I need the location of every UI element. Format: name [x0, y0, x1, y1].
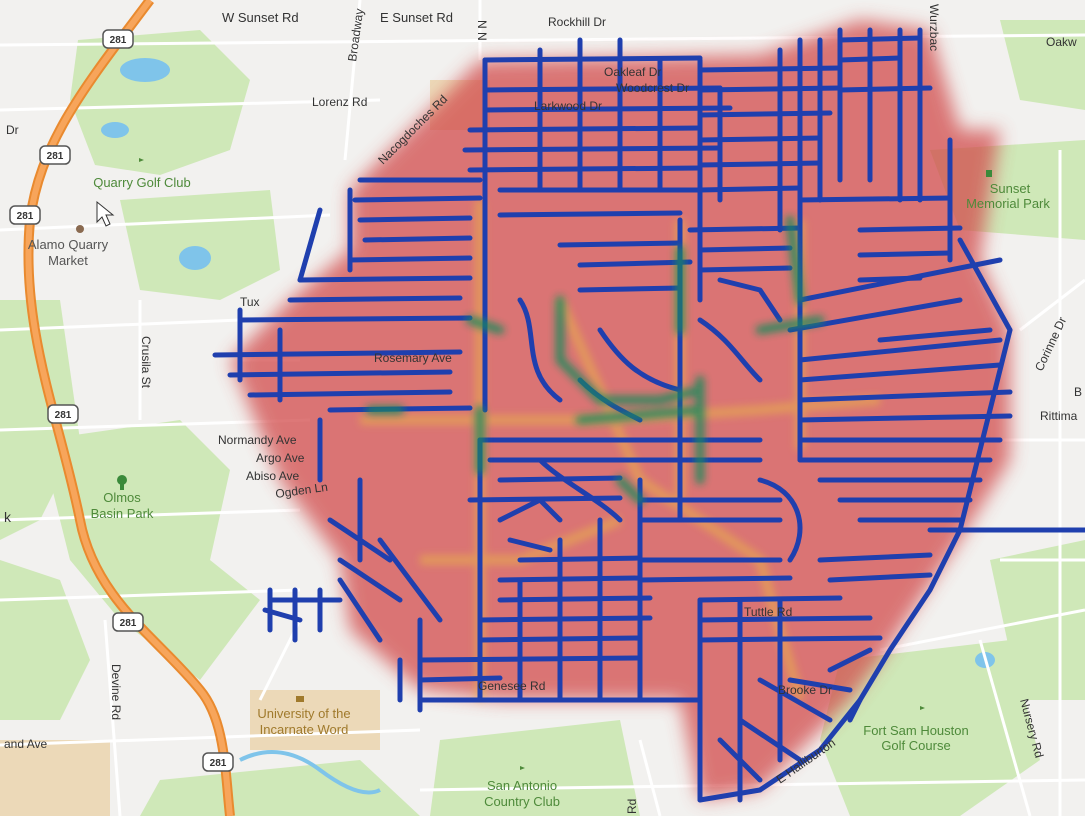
label-and-ave: and Ave — [4, 737, 47, 751]
label-sunset-memorial-2: Memorial Park — [966, 196, 1050, 211]
label-sunset-memorial-1: Sunset — [990, 181, 1031, 196]
label-tux: Tux — [240, 295, 260, 309]
highway-shields: 281 281 281 281 281 281 — [9, 29, 234, 772]
label-oakleaf-dr: Oakleaf Dr — [604, 65, 661, 79]
svg-text:281: 281 — [55, 410, 72, 421]
label-oakw: Oakw — [1046, 35, 1077, 49]
label-rosemary-ave: Rosemary Ave — [374, 351, 452, 365]
golf-flag-icon — [139, 158, 925, 774]
svg-text:281: 281 — [17, 211, 34, 222]
place-labels: Quarry Golf Club Alamo Quarry Market Sun… — [28, 175, 1050, 809]
label-k-left: k — [4, 509, 12, 525]
label-larkwood-dr: Larkwood Dr — [534, 99, 602, 113]
label-devine-rd: Devine Rd — [109, 664, 123, 720]
label-tuttle-rd: Tuttle Rd — [744, 605, 792, 619]
label-university-2: Incarnate Word — [260, 722, 349, 737]
label-quarry-golf-club: Quarry Golf Club — [93, 175, 191, 190]
label-lorenz-rd: Lorenz Rd — [312, 95, 367, 109]
svg-text:281: 281 — [110, 35, 127, 46]
label-brooke-dr: Brooke Dr — [778, 683, 832, 697]
label-genesee-rd: Genesee Rd — [478, 679, 545, 693]
highway-281 — [23, 0, 235, 816]
label-woodcrest-dr: Woodcrest Dr — [616, 81, 689, 95]
label-olmos-2: Basin Park — [91, 506, 154, 521]
label-w-sunset-rd: W Sunset Rd — [222, 10, 299, 25]
label-rockhill-dr: Rockhill Dr — [548, 15, 606, 29]
label-argo-ave: Argo Ave — [256, 451, 305, 465]
label-b-right: B — [1074, 385, 1082, 399]
shield-2: 281 — [39, 145, 71, 165]
shield-1: 281 — [102, 29, 134, 49]
svg-text:281: 281 — [120, 618, 137, 629]
shield-5: 281 — [112, 612, 144, 632]
label-olmos-1: Olmos — [103, 490, 141, 505]
shield-4: 281 — [47, 404, 79, 424]
label-sa-cc-1: San Antonio — [487, 778, 557, 793]
road-network — [212, 27, 1085, 803]
label-alamo-quarry-2: Market — [48, 253, 88, 268]
label-n-n: N N — [475, 20, 489, 41]
label-rd-bottom: Rd — [625, 799, 639, 814]
label-fort-sam-2: Golf Course — [881, 738, 950, 753]
shopping-icon — [76, 225, 84, 233]
label-abiso-ave: Abiso Ave — [246, 469, 299, 483]
svg-text:281: 281 — [47, 151, 64, 162]
cursor-arrow-icon — [96, 200, 115, 227]
label-dr-left: Dr — [6, 123, 19, 137]
svg-text:281: 281 — [210, 758, 227, 769]
label-university-1: University of the — [257, 706, 350, 721]
university-icon — [296, 696, 304, 702]
label-rittiman: Rittima — [1040, 409, 1078, 423]
label-sa-cc-2: Country Club — [484, 794, 560, 809]
water-bodies — [101, 58, 995, 795]
shield-3: 281 — [9, 205, 41, 225]
label-e-sunset-rd: E Sunset Rd — [380, 10, 453, 25]
heatmap-peak — [365, 215, 825, 505]
park-pin-icon — [117, 170, 992, 490]
label-wurzbach: Wurzbac — [927, 4, 941, 51]
label-fort-sam-1: Fort Sam Houston — [863, 723, 969, 738]
label-normandy-ave: Normandy Ave — [218, 433, 297, 447]
label-alamo-quarry-1: Alamo Quarry — [28, 237, 109, 252]
shield-6: 281 — [202, 752, 234, 772]
label-crusila-st: Crusila St — [139, 336, 153, 389]
